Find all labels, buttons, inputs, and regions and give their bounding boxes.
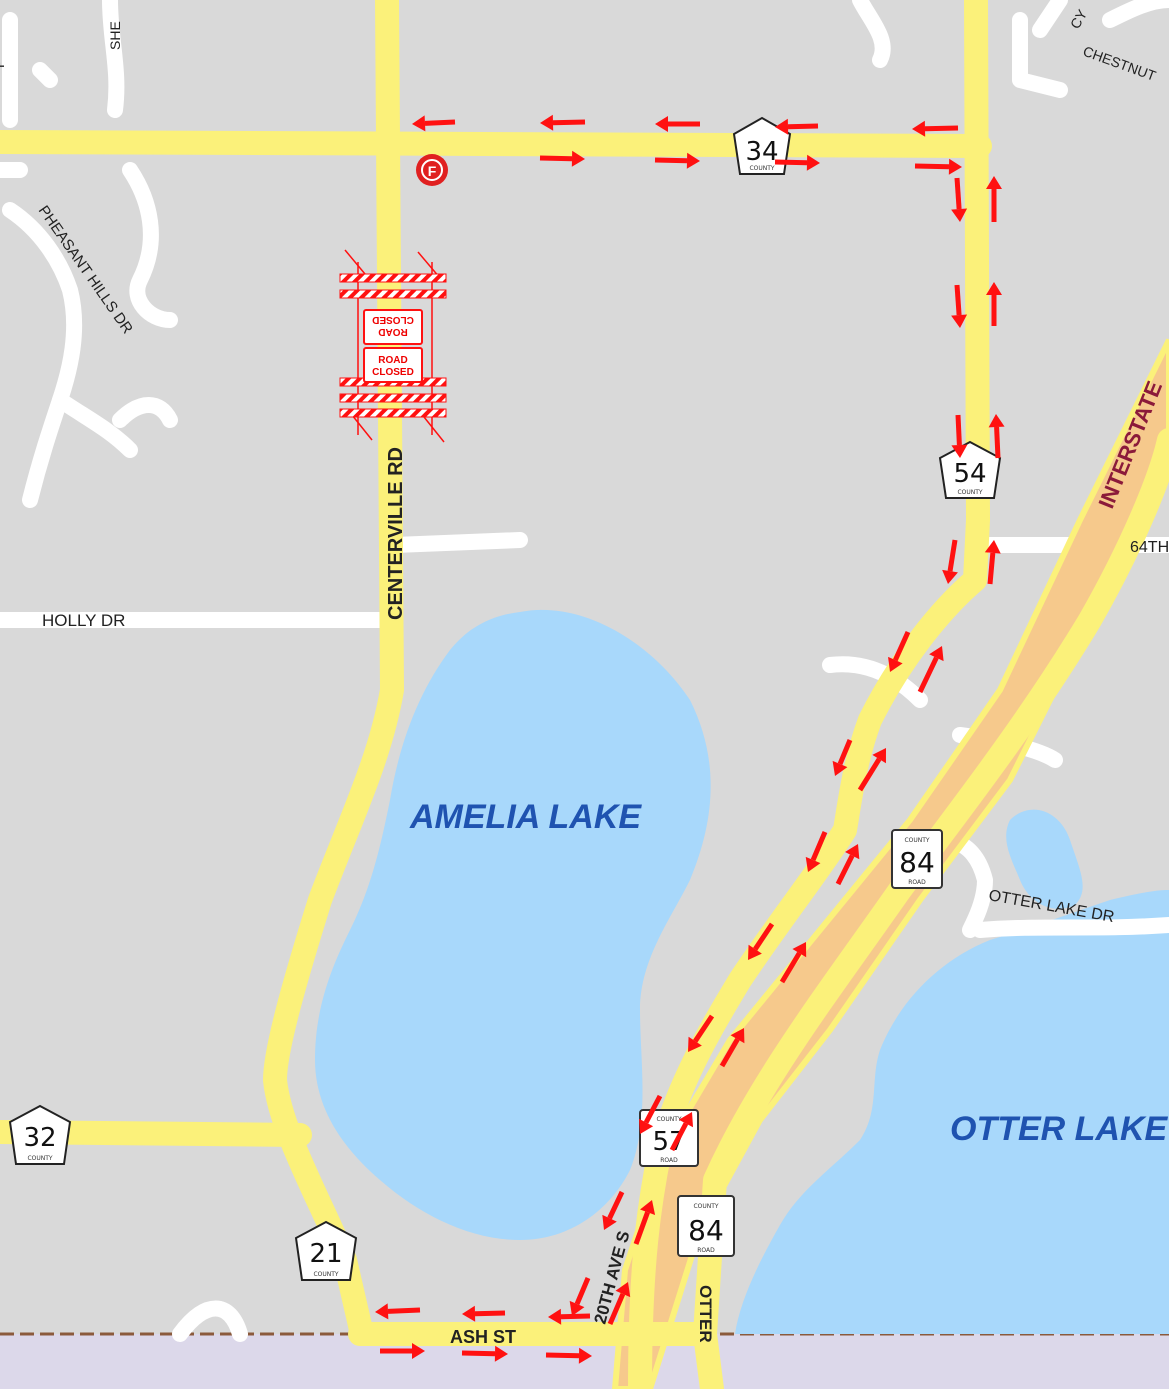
detour-arrow bbox=[951, 414, 968, 458]
detour-arrow bbox=[832, 739, 853, 776]
detour-arrow bbox=[912, 120, 959, 137]
detour-arrow bbox=[719, 1028, 745, 1068]
detour-arrow bbox=[375, 1303, 421, 1320]
detour-arrow bbox=[548, 1308, 591, 1325]
detour-arrow bbox=[607, 1282, 631, 1325]
detour-arrow bbox=[888, 630, 911, 672]
otter-lake bbox=[735, 890, 1169, 1334]
detour-arrow bbox=[669, 1112, 694, 1152]
detour-arrow bbox=[540, 114, 586, 131]
svg-text:34: 34 bbox=[745, 137, 778, 167]
detour-arrow bbox=[638, 1094, 663, 1134]
detour-arrow bbox=[688, 1014, 715, 1052]
svg-text:CLOSED: CLOSED bbox=[372, 314, 414, 325]
detour-arrow bbox=[654, 152, 700, 169]
label-otter-trail: OTTER bbox=[696, 1285, 715, 1343]
detour-arrow bbox=[779, 942, 807, 984]
road-closure: ROAD CLOSED ROAD CLOSED bbox=[339, 249, 447, 443]
detour-arrow bbox=[774, 154, 820, 171]
shield-county-21: 21 COUNTY bbox=[294, 1220, 358, 1281]
detour-arrow bbox=[602, 1190, 625, 1230]
shield-county-road-84-upper: COUNTY 84 ROAD bbox=[891, 829, 943, 889]
svg-text:COUNTY: COUNTY bbox=[693, 1203, 718, 1210]
svg-text:COUNTY: COUNTY bbox=[904, 837, 929, 844]
detour-arrow bbox=[986, 282, 1002, 326]
detour-arrow bbox=[986, 176, 1002, 222]
detour-arrow bbox=[655, 116, 700, 132]
shield-county-54: 54 COUNTY bbox=[938, 440, 1002, 499]
detour-arrow bbox=[984, 540, 1001, 585]
svg-text:COUNTY: COUNTY bbox=[957, 489, 982, 496]
detour-arrow bbox=[748, 922, 775, 960]
svg-text:CLOSED: CLOSED bbox=[372, 367, 414, 378]
detour-arrow bbox=[951, 284, 968, 328]
svg-text:32: 32 bbox=[23, 1123, 56, 1153]
detour-arrow bbox=[539, 150, 585, 167]
detour-arrow bbox=[380, 1343, 425, 1359]
svg-text:84: 84 bbox=[688, 1214, 724, 1247]
svg-text:ROAD: ROAD bbox=[908, 879, 926, 886]
svg-text:COUNTY: COUNTY bbox=[656, 1116, 681, 1123]
detour-arrow bbox=[951, 177, 968, 222]
shield-county-road-84-lower: COUNTY 84 ROAD bbox=[677, 1195, 735, 1257]
label-ash-st: ASH ST bbox=[450, 1327, 516, 1347]
svg-text:ROAD: ROAD bbox=[378, 355, 407, 366]
svg-text:ROAD: ROAD bbox=[697, 1247, 715, 1254]
detour-arrow bbox=[914, 158, 962, 175]
detour-arrow bbox=[942, 539, 958, 584]
svg-text:21: 21 bbox=[309, 1239, 342, 1269]
label-holly-dr: HOLLY DR bbox=[42, 611, 125, 630]
svg-text:84: 84 bbox=[899, 846, 935, 879]
fire-station-icon: F bbox=[416, 154, 448, 186]
svg-text:COUNTY: COUNTY bbox=[749, 165, 774, 172]
road-closed-sign: ROAD CLOSED bbox=[363, 347, 423, 383]
detour-arrow bbox=[805, 831, 828, 872]
detour-arrow bbox=[545, 1347, 592, 1364]
detour-arrow bbox=[775, 118, 819, 135]
detour-arrow bbox=[412, 115, 456, 132]
label-otter-lake: OTTER LAKE bbox=[950, 1110, 1169, 1148]
svg-text:ROAD: ROAD bbox=[660, 1157, 678, 1164]
label-amelia-lake: AMELIA LAKE bbox=[409, 798, 642, 836]
svg-text:F: F bbox=[428, 163, 437, 179]
detour-arrow bbox=[857, 748, 886, 792]
shield-county-32: 32 COUNTY bbox=[8, 1104, 72, 1165]
label-centerville-rd: CENTERVILLE RD bbox=[385, 447, 407, 620]
svg-text:COUNTY: COUNTY bbox=[313, 1271, 338, 1278]
detour-arrows bbox=[375, 114, 1005, 1364]
road-closed-sign-upside: ROAD CLOSED bbox=[363, 309, 423, 345]
detour-arrow bbox=[917, 646, 944, 694]
small-pond bbox=[1006, 809, 1083, 909]
detour-arrow bbox=[462, 1305, 506, 1322]
svg-text:COUNTY: COUNTY bbox=[27, 1155, 52, 1162]
detour-arrow bbox=[633, 1200, 656, 1245]
detour-arrow bbox=[835, 844, 860, 886]
label-64th: 64TH bbox=[1130, 539, 1169, 556]
detour-arrow bbox=[988, 414, 1005, 459]
svg-text:54: 54 bbox=[953, 459, 986, 489]
svg-text:ROAD: ROAD bbox=[378, 326, 407, 337]
detour-arrow bbox=[569, 1277, 591, 1316]
label-p: P bbox=[0, 59, 7, 68]
label-she: SHE bbox=[107, 21, 123, 50]
amelia-lake bbox=[315, 609, 711, 1240]
detour-arrow bbox=[461, 1345, 508, 1362]
